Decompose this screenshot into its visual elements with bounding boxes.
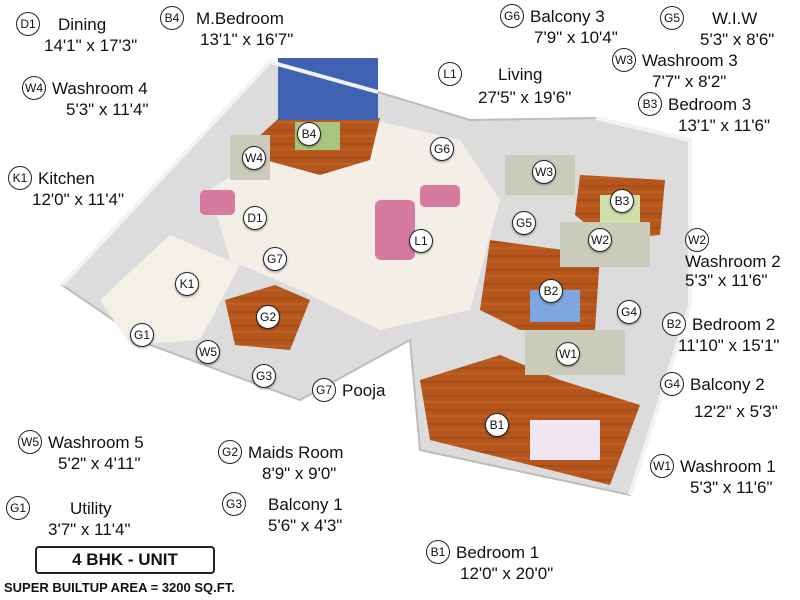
super-builtup-area: SUPER BUILTUP AREA = 3200 SQ.FT. <box>4 580 235 595</box>
marker-w4: W4 <box>242 146 266 170</box>
marker-b3: B3 <box>610 189 634 213</box>
marker-b4: B4 <box>297 122 321 146</box>
marker-d1: D1 <box>243 206 267 230</box>
sofa-living-2 <box>420 185 460 207</box>
marker-g4: G4 <box>617 300 641 324</box>
bed-1 <box>530 420 600 460</box>
legend-badge: G7 <box>312 378 336 402</box>
marker-w1: W1 <box>556 342 580 366</box>
inner-wall-right <box>595 116 692 496</box>
legend-badge: W3 <box>612 48 636 72</box>
legend-badge: B4 <box>160 6 184 30</box>
marker-b1: B1 <box>485 413 509 437</box>
legend-badge: L1 <box>438 62 462 86</box>
legend-badge: B3 <box>638 92 662 116</box>
legend-badge: G5 <box>660 6 684 30</box>
legend-badge: B2 <box>662 312 686 336</box>
marker-b2: B2 <box>539 279 563 303</box>
marker-w5: W5 <box>196 340 220 364</box>
marker-g2: G2 <box>256 305 280 329</box>
sofa-dining <box>200 190 235 215</box>
legend-badge: G3 <box>222 492 246 516</box>
marker-w3: W3 <box>532 160 556 184</box>
marker-g6: G6 <box>430 137 454 161</box>
marker-w2: W2 <box>588 228 612 252</box>
legend-badge: W4 <box>22 76 46 100</box>
legend-badge: D1 <box>16 12 40 36</box>
legend-badge: G6 <box>500 4 524 28</box>
marker-g3: G3 <box>252 364 276 388</box>
legend-badge: W1 <box>650 454 674 478</box>
legend-badge: W5 <box>18 430 42 454</box>
sofa-living <box>375 200 415 260</box>
unit-type-label: 4 BHK - UNIT <box>35 546 215 574</box>
marker-l1: L1 <box>409 229 433 253</box>
living-floor <box>210 110 500 330</box>
legend-washroom-2: W2 Washroom 2 5'3" x 11'6" <box>685 228 781 290</box>
legend-badge: B1 <box>426 540 450 564</box>
kitchen-floor <box>100 235 240 345</box>
legend-badge: G4 <box>660 372 684 396</box>
legend-badge: W2 <box>685 228 709 252</box>
legend-badge: G2 <box>218 440 242 464</box>
marker-g1: G1 <box>130 323 154 347</box>
legend-badge: G1 <box>6 496 30 520</box>
marker-g5: G5 <box>512 211 536 235</box>
legend-badge: K1 <box>8 166 32 190</box>
marker-g7: G7 <box>263 247 287 271</box>
outer-wall <box>60 59 379 287</box>
marker-k1: K1 <box>175 272 199 296</box>
